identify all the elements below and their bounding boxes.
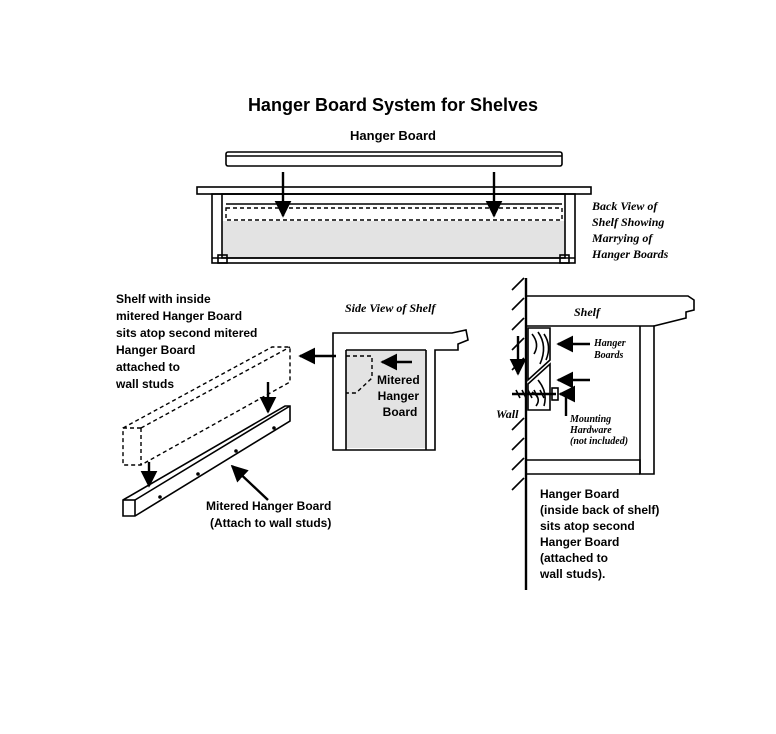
board-pointer-arrow xyxy=(230,464,269,501)
back-view-caption: Back View of Shelf Showing Marrying of H… xyxy=(591,199,669,261)
mitered-hanger-board xyxy=(122,405,291,517)
hanger-board-label: Hanger Board xyxy=(350,128,436,143)
shelf-caption: Shelf with inside mitered Hanger Board s… xyxy=(115,292,261,391)
wall-hatching xyxy=(511,277,528,590)
wall-label: Wall xyxy=(496,407,519,421)
page-title: Hanger Board System for Shelves xyxy=(248,95,538,115)
side-view-figure: Side View of Shelf Mitered Hanger Board xyxy=(332,301,469,451)
section-shelf xyxy=(526,295,695,475)
mounting-screw xyxy=(512,387,559,401)
hanger-boards-label: Hanger Boards xyxy=(593,338,628,361)
shelf-top-molding xyxy=(196,186,592,195)
lower-hanger-board xyxy=(527,362,551,411)
side-mitered-board xyxy=(346,355,373,394)
loose-hanger-board xyxy=(225,151,563,167)
side-view-outline xyxy=(332,329,469,451)
mitered-board-label: Mitered Hanger Board (Attach to wall stu… xyxy=(206,499,335,530)
mounting-hardware-label: Mounting Hardware (not included) xyxy=(569,414,628,447)
side-view-title: Side View of Shelf xyxy=(345,301,436,315)
section-shelf-label: Shelf xyxy=(574,305,601,319)
wall-section-figure: Shelf Hanger Boards Wall Mounting Hardwa… xyxy=(496,277,695,590)
back-view-figure: Hanger Board Back View of Shelf Showing … xyxy=(196,128,669,264)
mitered-board-figure: Shelf with inside mitered Hanger Board s… xyxy=(115,292,336,530)
dashed-shelf-board xyxy=(122,346,291,466)
wall-section-caption: Hanger Board (inside back of shelf) sits… xyxy=(539,487,663,581)
inner-hanger-board xyxy=(225,207,563,221)
shelf-back-panel xyxy=(222,221,565,258)
upper-hanger-board xyxy=(527,327,551,382)
side-mitered-label: Mitered Hanger Board xyxy=(377,373,423,419)
